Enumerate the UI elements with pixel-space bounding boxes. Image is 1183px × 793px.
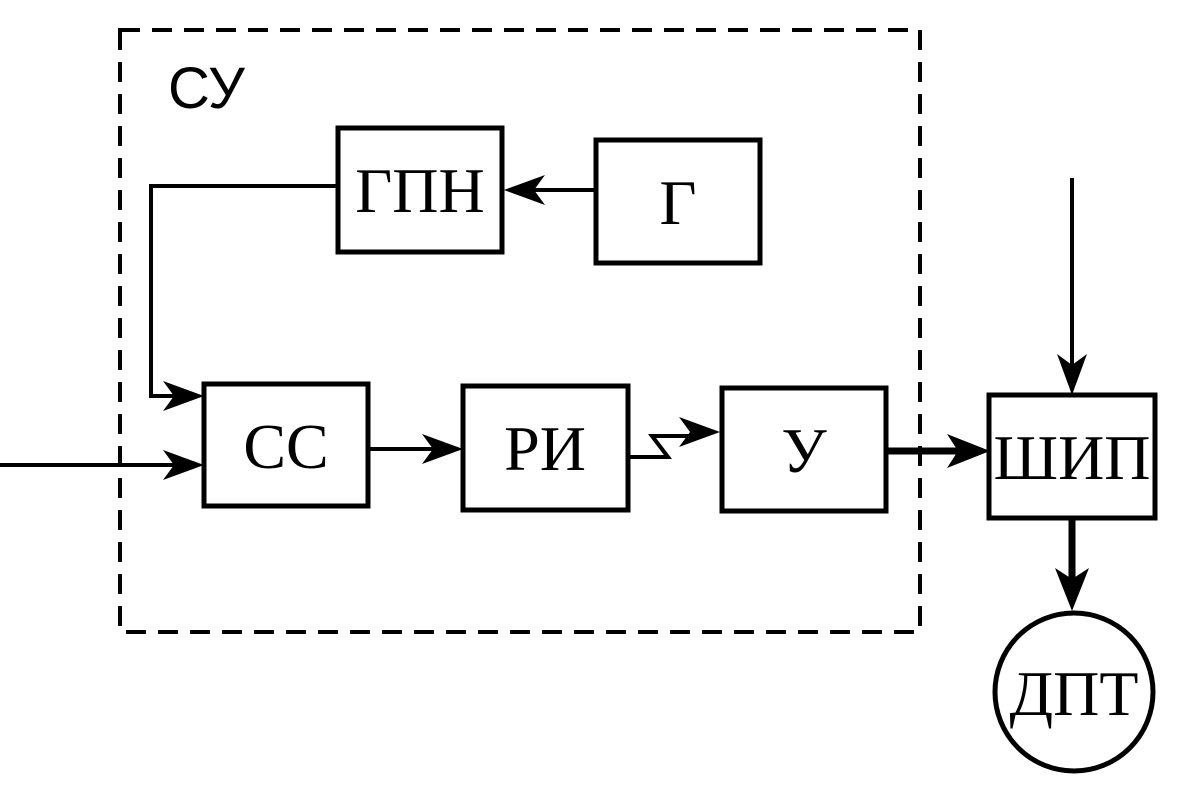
block-u-label: У [781, 415, 827, 486]
block-gpn: ГПН [335, 125, 505, 255]
block-u: У [719, 385, 889, 514]
arrowhead-into-gpn [504, 175, 545, 205]
block-g-label: Г [660, 167, 697, 238]
arrowhead-into-ri [422, 434, 463, 464]
block-dpt: ДПТ [992, 610, 1156, 774]
block-dpt-label: ДПТ [1010, 658, 1139, 729]
block-ship-label: ШИП [994, 422, 1151, 493]
control-system-boundary [118, 28, 922, 634]
control-system-label: СУ [168, 56, 246, 121]
block-g: Г [593, 137, 763, 266]
arrowhead-into-u [679, 417, 720, 447]
arrowhead-into-ss-top [163, 381, 204, 411]
block-ss: СС [201, 381, 371, 509]
arrowhead-into-dpt [1055, 568, 1089, 611]
arrowhead-into-ship-top [1057, 354, 1087, 395]
connector-gpn-to-ss [149, 184, 338, 398]
block-ss-label: СС [243, 411, 328, 482]
block-ri-label: РИ [504, 413, 586, 484]
arrowhead-into-ship [947, 434, 990, 468]
block-ri: РИ [460, 383, 631, 513]
block-ship: ШИП [986, 392, 1158, 521]
arrowhead-into-ss-bottom [163, 450, 204, 480]
block-gpn-label: ГПН [355, 155, 484, 226]
connector-ri-to-u [628, 434, 694, 459]
